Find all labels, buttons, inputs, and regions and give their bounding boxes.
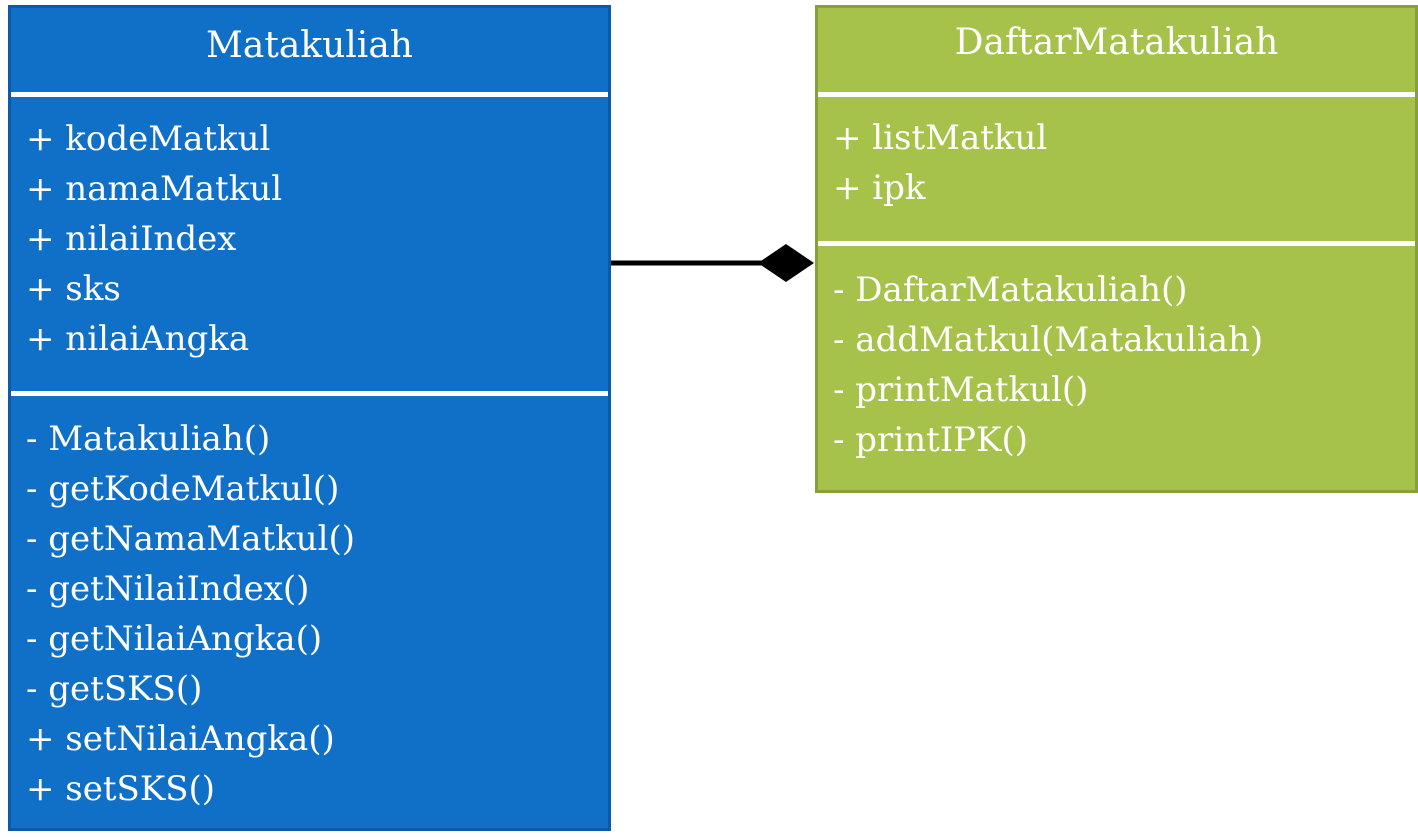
attribute-item: + nilaiAngka xyxy=(26,319,250,359)
section-divider xyxy=(818,92,1415,97)
method-item: - Matakuliah() xyxy=(26,419,271,459)
method-item: + setSKS() xyxy=(26,769,216,809)
method-item: - getKodeMatkul() xyxy=(26,469,340,509)
method-item: + setNilaiAngka() xyxy=(26,719,335,759)
method-item: - printMatkul() xyxy=(833,370,1089,410)
attribute-item: + listMatkul xyxy=(833,118,1048,158)
section-divider xyxy=(818,241,1415,246)
attribute-list: + kodeMatkul + namaMatkul + nilaiIndex +… xyxy=(26,114,600,364)
method-item: - addMatkul(Matakuliah) xyxy=(833,320,1264,360)
class-name: DaftarMatakuliah xyxy=(954,22,1279,63)
attribute-item: + namaMatkul xyxy=(26,169,283,209)
method-item: - printIPK() xyxy=(833,420,1028,460)
method-item: - getNamaMatkul() xyxy=(26,519,356,559)
class-box-daftarmatakuliah: DaftarMatakuliah + listMatkul + ipk - Da… xyxy=(815,5,1418,493)
composition-diamond-icon xyxy=(758,244,814,282)
attribute-list: + listMatkul + ipk xyxy=(833,113,1407,213)
method-list: - Matakuliah() - getKodeMatkul() - getNa… xyxy=(26,414,600,814)
attribute-item: + kodeMatkul xyxy=(26,119,271,159)
method-item: - getSKS() xyxy=(26,669,203,709)
attribute-item: + sks xyxy=(26,269,121,309)
class-name: Matakuliah xyxy=(206,25,413,66)
method-item: - DaftarMatakuliah() xyxy=(833,270,1188,310)
attribute-item: + nilaiIndex xyxy=(26,219,237,259)
method-item: - getNilaiIndex() xyxy=(26,569,310,609)
method-item: - getNilaiAngka() xyxy=(26,619,323,659)
attribute-item: + ipk xyxy=(833,168,926,208)
method-list: - DaftarMatakuliah() - addMatkul(Matakul… xyxy=(833,265,1407,465)
class-box-matakuliah: Matakuliah + kodeMatkul + namaMatkul + n… xyxy=(8,5,611,831)
section-divider xyxy=(11,391,608,396)
section-divider xyxy=(11,92,608,97)
